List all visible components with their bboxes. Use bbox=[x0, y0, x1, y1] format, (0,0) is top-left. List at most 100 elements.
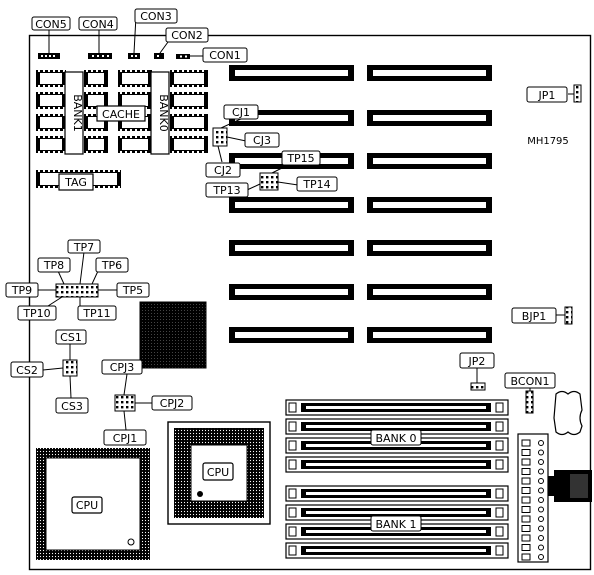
dip-chip bbox=[36, 92, 66, 109]
tp15-label: TP15 bbox=[286, 152, 314, 165]
con5-label: CON5 bbox=[35, 18, 67, 31]
jp1-label: JP1 bbox=[538, 89, 556, 102]
tp5-label: TP5 bbox=[122, 284, 143, 297]
expansion-slot bbox=[367, 197, 492, 213]
simm-slot bbox=[285, 485, 509, 502]
expansion-slot bbox=[229, 240, 354, 256]
simm-slot bbox=[285, 504, 509, 521]
cj1-label: CJ1 bbox=[232, 106, 250, 119]
bjp1-label: BJP1 bbox=[522, 310, 546, 323]
con3-label: CON3 bbox=[140, 10, 172, 23]
cpj2-label: CPJ2 bbox=[160, 397, 185, 410]
bank1-label: BANK 1 bbox=[370, 515, 422, 532]
top-connectors bbox=[38, 53, 190, 59]
board-outline bbox=[28, 34, 592, 571]
expansion-slot bbox=[229, 327, 354, 343]
cpj-jumper-block bbox=[114, 394, 136, 412]
callout-cj3: CJ3 bbox=[244, 132, 280, 148]
simm-slot bbox=[285, 542, 509, 559]
io-pin-pair bbox=[521, 525, 544, 532]
callout-tp9: TP9 bbox=[5, 282, 39, 298]
con4-header bbox=[88, 53, 112, 59]
io-header-column bbox=[517, 433, 549, 563]
callout-con2: CON2 bbox=[165, 27, 209, 43]
dip-chip bbox=[84, 136, 108, 153]
tp6-label: TP6 bbox=[101, 259, 122, 272]
expansion-slots bbox=[229, 65, 492, 343]
con2-label: CON2 bbox=[171, 29, 203, 42]
io-pin-pair bbox=[521, 468, 544, 475]
bank1-label-text: BANK 1 bbox=[375, 518, 416, 531]
callout-cj2: CJ2 bbox=[205, 162, 241, 178]
tp13-label: TP13 bbox=[212, 184, 240, 197]
dip-chip bbox=[36, 70, 66, 87]
callout-cpj3: CPJ3 bbox=[101, 359, 143, 375]
con1-label: CON1 bbox=[209, 49, 241, 62]
bcon1-connector bbox=[525, 390, 534, 414]
tp9-label: TP9 bbox=[11, 284, 32, 297]
chipset-qfp bbox=[139, 301, 207, 369]
expansion-slot bbox=[367, 240, 492, 256]
callout-tp7: TP7 bbox=[67, 239, 101, 254]
board-id: MH1795 bbox=[527, 136, 569, 147]
callout-tp14: TP14 bbox=[296, 176, 338, 192]
callout-jp2: JP2 bbox=[459, 352, 495, 369]
cpu-socket-label: CPU bbox=[202, 462, 234, 481]
bank0-vertical-text: BANK0 bbox=[157, 94, 170, 132]
io-pin-pair bbox=[521, 515, 544, 523]
callout-con1: CON1 bbox=[202, 47, 248, 63]
callout-tp10: TP10 bbox=[17, 305, 57, 321]
expansion-slot bbox=[229, 65, 354, 81]
callout-cpj1: CPJ1 bbox=[103, 429, 147, 446]
simm-slots bbox=[285, 399, 509, 559]
expansion-slot bbox=[229, 110, 354, 126]
expansion-slot bbox=[367, 327, 492, 343]
tp11-label: TP11 bbox=[82, 307, 110, 320]
cpu-large-label: CPU bbox=[71, 496, 103, 514]
jp2-jumper bbox=[470, 382, 486, 391]
callout-labels bbox=[37, 15, 574, 431]
bank0-vertical-label: BANK0 bbox=[150, 71, 170, 155]
cj3-label: CJ3 bbox=[253, 134, 271, 147]
tp7-label: TP7 bbox=[73, 241, 94, 254]
bank0-label: BANK 0 bbox=[370, 429, 422, 446]
callout-cs1: CS1 bbox=[55, 329, 87, 345]
battery bbox=[553, 390, 583, 436]
simm-slot bbox=[285, 399, 509, 416]
tag-label: TAG bbox=[58, 173, 94, 191]
io-pin-pair bbox=[521, 439, 544, 447]
io-pin-pair bbox=[521, 534, 544, 542]
cj-jumpers bbox=[212, 127, 279, 191]
callout-tp15: TP15 bbox=[281, 150, 321, 166]
io-pin-pair bbox=[521, 449, 544, 456]
tp8-label: TP8 bbox=[43, 259, 64, 272]
callout-con3: CON3 bbox=[134, 8, 178, 24]
callout-tp13: TP13 bbox=[205, 182, 249, 198]
dip-chip bbox=[84, 70, 108, 87]
io-pin-pair bbox=[521, 477, 544, 485]
jp2-label: JP2 bbox=[468, 355, 486, 368]
dip-chip bbox=[118, 136, 152, 153]
io-pin-pair bbox=[521, 544, 544, 551]
callout-tp11: TP11 bbox=[77, 305, 117, 321]
expansion-slot bbox=[229, 284, 354, 300]
cpu-large-text: CPU bbox=[76, 499, 98, 512]
cj2-label: CJ2 bbox=[214, 164, 232, 177]
tp10-label: TP10 bbox=[22, 307, 50, 320]
dip-chip bbox=[118, 70, 152, 87]
expansion-slot bbox=[367, 110, 492, 126]
bank1-vertical-text: BANK1 bbox=[71, 94, 84, 132]
callout-cs2: CS2 bbox=[10, 361, 44, 378]
cpj3-label: CPJ3 bbox=[110, 361, 135, 374]
dip-chip bbox=[170, 114, 208, 131]
cache-text: CACHE bbox=[102, 108, 140, 121]
io-pin-pair bbox=[521, 496, 544, 504]
callout-cj1: CJ1 bbox=[223, 104, 259, 120]
dip-chip bbox=[36, 114, 66, 131]
callout-con5: CON5 bbox=[31, 16, 71, 31]
cpu-socket-text: CPU bbox=[207, 466, 229, 479]
dip-chip bbox=[84, 92, 108, 109]
con3-header bbox=[128, 53, 140, 59]
dip-chip bbox=[36, 136, 66, 153]
bank1-vertical-label: BANK1 bbox=[64, 71, 84, 155]
